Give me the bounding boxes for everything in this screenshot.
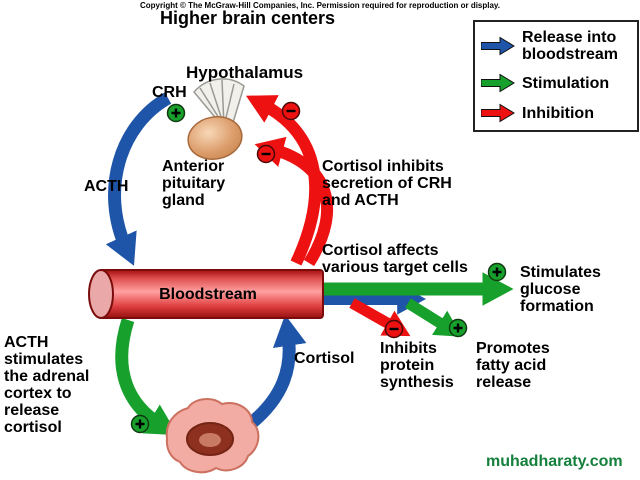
plus-badge-crh: [166, 103, 186, 123]
label-stimulates-glucose: Stimulates glucose formation: [520, 264, 601, 315]
minus-badge-protein: [384, 319, 404, 339]
hypothalamus-pituitary-illustration: [187, 78, 245, 160]
label-cortisol: Cortisol: [294, 350, 355, 367]
cortisol-inhibition-arrow-acth: [254, 136, 334, 267]
adrenal-gland-illustration: [165, 398, 260, 474]
cortisol-release-arrow: [244, 314, 307, 431]
label-cortisol-inhibits: Cortisol inhibits secretion of CRH and A…: [322, 158, 452, 209]
cortisol-inhibition-arrow-crh: [246, 95, 322, 266]
legend-label-release: Release into bloodstream: [522, 29, 619, 63]
legend: Release into bloodstream Stimulation Inh…: [473, 20, 639, 132]
plus-badge-target-cells: [487, 262, 507, 282]
plus-badge-adrenal: [130, 414, 150, 434]
label-higher-brain-centers: Higher brain centers: [160, 8, 336, 28]
plus-badge-fatty-acid: [448, 318, 468, 338]
legend-item-release: Release into bloodstream: [481, 29, 631, 63]
legend-item-stimulation: Stimulation: [481, 73, 631, 93]
label-crh: CRH: [152, 84, 187, 101]
copyright-text: Copyright © The McGraw-Hill Companies, I…: [139, 1, 501, 10]
watermark: muhadharaty.com: [486, 453, 623, 470]
label-anterior-pituitary-gland: Anterior pituitary gland: [162, 158, 226, 209]
label-promotes-fatty-acid: Promotes fatty acid release: [476, 340, 550, 391]
label-acth-stimulates-adrenal: ACTH stimulates the adrenal cortex to re…: [4, 334, 90, 436]
green-arrow-icon: [481, 73, 515, 93]
minus-badge-pituitary: [256, 144, 276, 164]
legend-item-inhibition: Inhibition: [481, 103, 631, 123]
blue-arrow-icon: [481, 36, 515, 56]
label-cortisol-affects: Cortisol affects various target cells: [322, 242, 468, 276]
label-inhibits-protein: Inhibits protein synthesis: [380, 340, 454, 391]
acth-to-adrenal-stimulation-arrow: [115, 318, 178, 436]
fatty-acid-stimulation-arrow: [405, 298, 462, 337]
label-hypothalamus: Hypothalamus: [186, 63, 304, 82]
label-bloodstream: Bloodstream: [159, 286, 257, 303]
legend-label-inhibition: Inhibition: [522, 104, 594, 122]
legend-label-stimulation: Stimulation: [522, 74, 610, 92]
minus-badge-crh: [281, 101, 301, 121]
red-arrow-icon: [481, 103, 515, 123]
bloodstream-vessel: [88, 269, 324, 319]
acth-release-arrow: [105, 92, 172, 266]
label-acth: ACTH: [84, 178, 129, 195]
